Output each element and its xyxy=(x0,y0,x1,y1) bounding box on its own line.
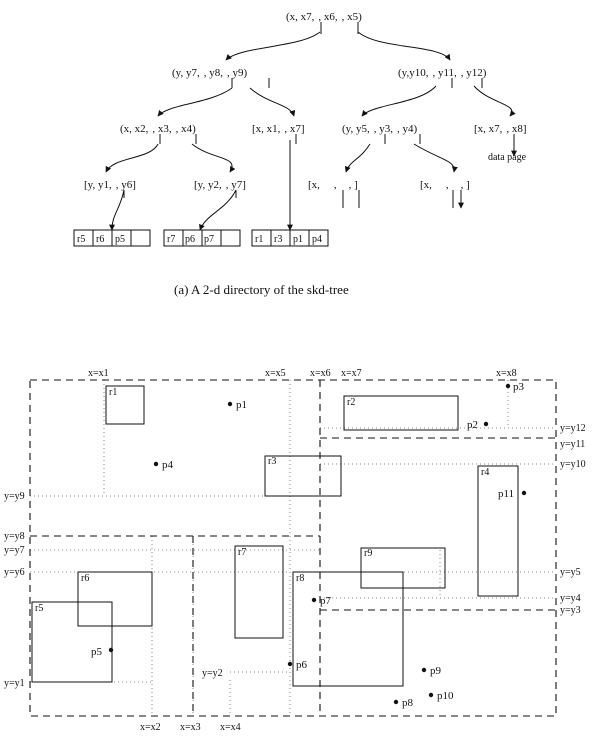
label-x-x7: x=x7 xyxy=(341,368,362,379)
page-cell: p5 xyxy=(115,234,125,245)
node-y10: (y,y10,, y11,, y12) xyxy=(398,67,487,79)
page-cell: r6 xyxy=(96,234,104,245)
label-r5: r5 xyxy=(35,603,43,614)
label-p1: p1 xyxy=(236,399,247,411)
points xyxy=(108,383,527,705)
rect-r9 xyxy=(360,547,446,589)
label-r9: r9 xyxy=(364,548,372,559)
data-page-label: data page xyxy=(488,152,527,163)
label-p3: p3 xyxy=(513,381,525,393)
label-p2: p2 xyxy=(467,419,478,431)
label-r4: r4 xyxy=(481,467,489,478)
rect-r1 xyxy=(105,385,145,425)
data-page-3: r1 r3 p1 p4 xyxy=(251,229,329,247)
data-page-1: r5 r6 p5 xyxy=(73,229,151,247)
rect-r6 xyxy=(77,571,153,627)
label-y-y5: y=y5 xyxy=(560,567,581,578)
label-p4: p4 xyxy=(162,459,174,471)
label-x-x5: x=x5 xyxy=(265,368,286,379)
data-pages: r5 r6 p5 r7 p6 p7 r1 r3 p1 p4 xyxy=(73,229,329,247)
node-y7: (y, y7,, y8,, y9) xyxy=(172,67,247,79)
label-p10: p10 xyxy=(437,690,454,702)
node-y5: (y, y5,, y3,, y4) xyxy=(342,123,417,135)
label-y-y6: y=y6 xyxy=(4,567,25,578)
node-y2: [y, y2,, y7] xyxy=(194,179,246,191)
label-r2: r2 xyxy=(347,397,355,408)
page-cell: r3 xyxy=(274,234,282,245)
label-x-x4: x=x4 xyxy=(220,722,241,733)
label-p9: p9 xyxy=(430,665,442,677)
label-y-y8: y=y8 xyxy=(4,531,25,542)
tree-node-labels: (x, x7,, x6,, x5) (y, y7,, y8,, y9) (y,y… xyxy=(84,11,527,191)
rect-r4 xyxy=(477,465,519,597)
page-cell: r1 xyxy=(255,234,263,245)
label-y-y10: y=y10 xyxy=(560,459,586,470)
page-cell: p1 xyxy=(293,234,303,245)
label-p6: p6 xyxy=(296,659,308,671)
label-p7: p7 xyxy=(320,595,332,607)
label-r3: r3 xyxy=(268,456,276,467)
label-x-x2: x=x2 xyxy=(140,722,161,733)
page-cell: p7 xyxy=(204,234,214,245)
rect-r5 xyxy=(31,601,113,683)
label-y-y11: y=y11 xyxy=(560,439,585,450)
node-x7-leaf: [x, x7,, x8] xyxy=(474,123,527,135)
label-p8: p8 xyxy=(402,697,414,709)
label-y-y7: y=y7 xyxy=(4,545,25,556)
caption-a: (a) A 2-d directory of the skd-tree xyxy=(174,282,349,297)
split-lines xyxy=(29,379,557,717)
node-root: (x, x7,, x6,, x5) xyxy=(286,11,362,23)
label-x-x1: x=x1 xyxy=(88,368,109,379)
rect-labels: r1 r2 r3 r4 r5 r6 r7 r8 r9 xyxy=(35,387,489,614)
label-p5: p5 xyxy=(91,646,103,658)
rectangles xyxy=(31,385,519,687)
page-cell: p4 xyxy=(312,234,322,245)
rect-r2 xyxy=(343,395,459,431)
rect-r7 xyxy=(234,545,284,639)
space-partition: r1 r2 r3 r4 r5 r6 r7 r8 r9 p1 p2 p3 p4 p… xyxy=(4,368,586,733)
directory-tree xyxy=(105,22,517,231)
label-y-y3: y=y3 xyxy=(560,605,581,616)
label-p11: p11 xyxy=(498,488,514,500)
x-labels: x=x1 x=x5 x=x6 x=x7 x=x8 x=x2 x=x3 x=x4 xyxy=(88,368,517,733)
label-y-y12: y=y12 xyxy=(560,423,586,434)
data-page-2: r7 p6 p7 xyxy=(163,229,241,247)
page-cell: r5 xyxy=(77,234,85,245)
label-r7: r7 xyxy=(238,547,246,558)
label-r1: r1 xyxy=(109,387,117,398)
rect-r8 xyxy=(292,571,404,687)
label-y-y1: y=y1 xyxy=(4,678,25,689)
label-r6: r6 xyxy=(81,573,89,584)
node-x1: [x, x1,, x7] xyxy=(252,123,305,135)
page-cell: p6 xyxy=(185,234,195,245)
label-y-y9: y=y9 xyxy=(4,491,25,502)
label-x-x6: x=x6 xyxy=(310,368,331,379)
label-y-y4: y=y4 xyxy=(560,593,581,604)
node-empty-1: [x,,, ] xyxy=(308,179,358,191)
rect-r3 xyxy=(264,455,342,497)
node-x2: (x, x2,, x3,, x4) xyxy=(120,123,196,135)
label-x-x3: x=x3 xyxy=(180,722,201,733)
page-cell: r7 xyxy=(167,234,175,245)
label-y-y2: y=y2 xyxy=(202,668,223,679)
label-r8: r8 xyxy=(296,573,304,584)
y-labels: y=y12 y=y11 y=y10 y=y9 y=y8 y=y7 y=y6 y=… xyxy=(4,423,586,689)
node-y1: [y, y1,, y6] xyxy=(84,179,136,191)
label-x-x8: x=x8 xyxy=(496,368,517,379)
node-empty-2: [x,,, ] xyxy=(420,179,470,191)
point-labels: p1 p2 p3 p4 p5 p6 p7 p8 p9 p10 p11 xyxy=(91,381,525,709)
